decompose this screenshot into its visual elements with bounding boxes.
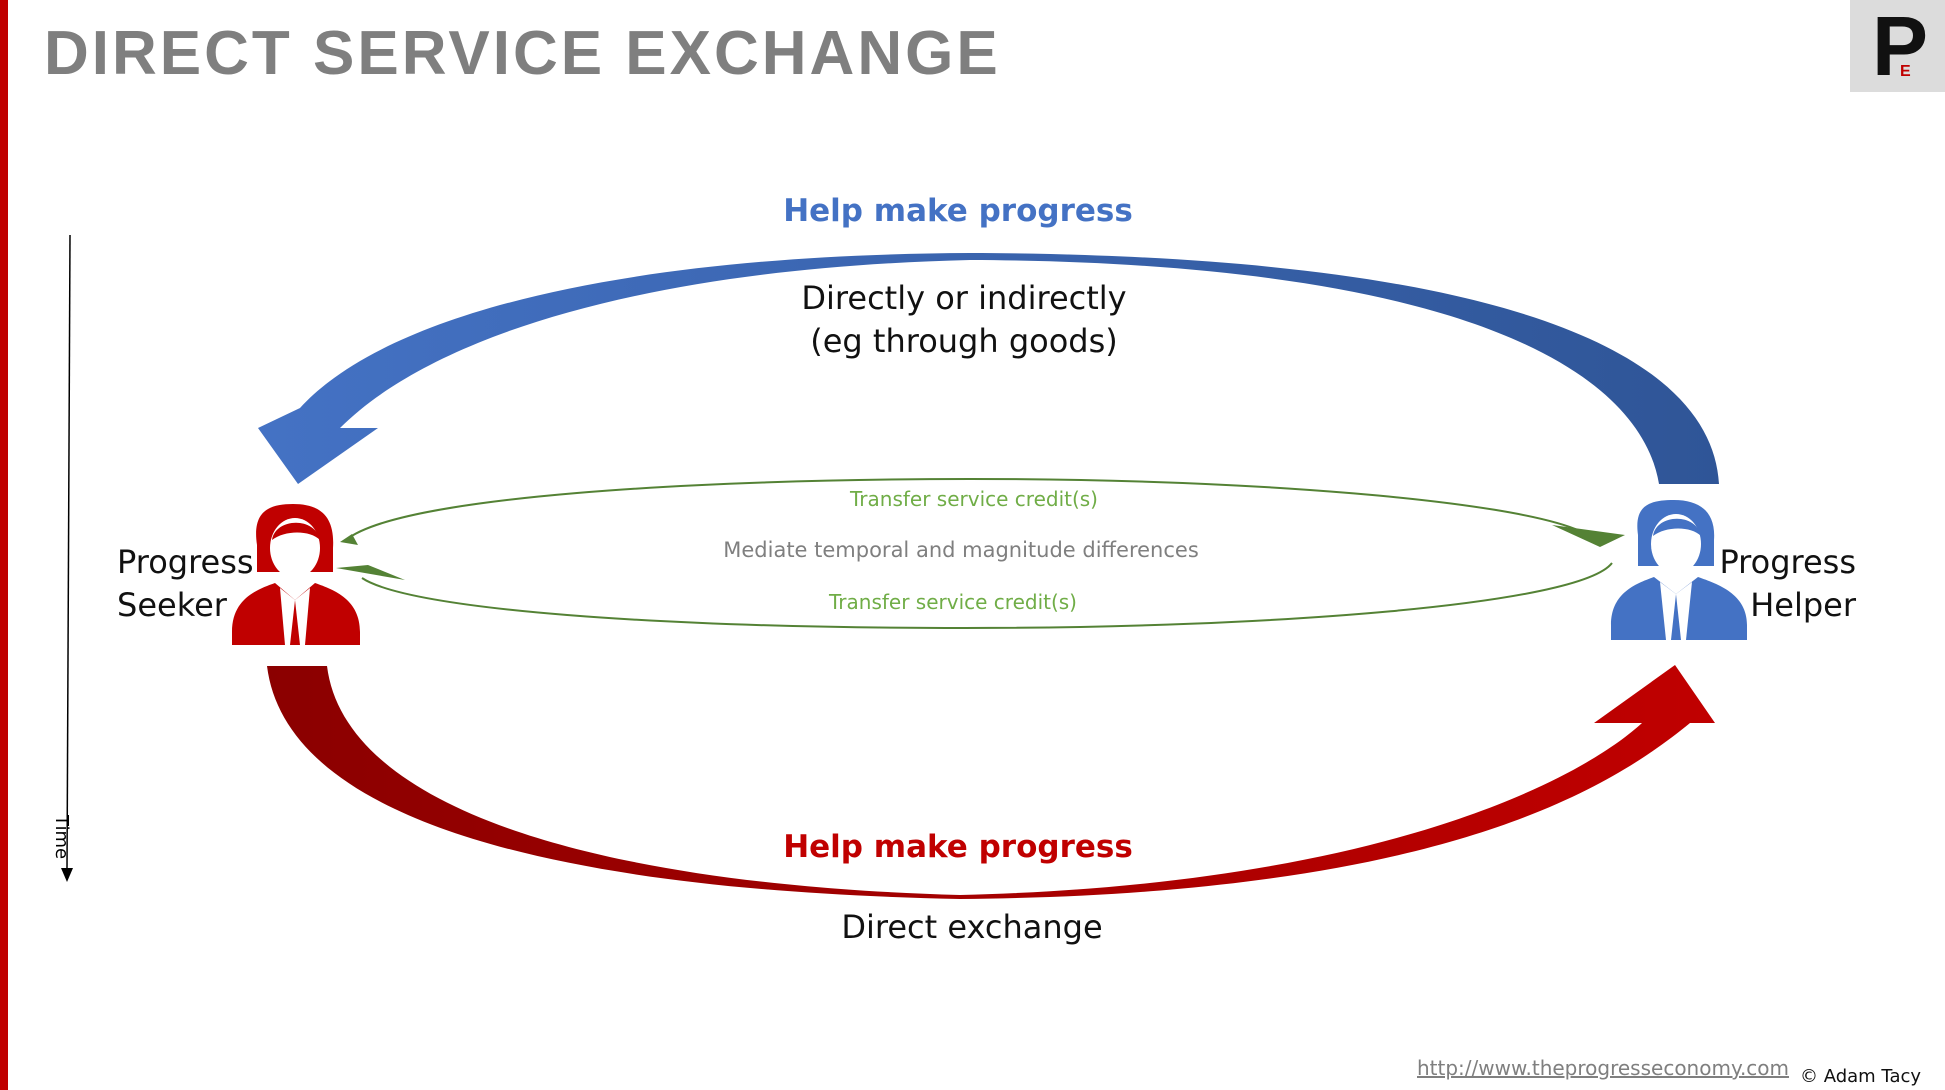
mediate-label: Mediate temporal and magnitude differenc… [723, 538, 1199, 562]
left-accent-bar [0, 0, 8, 1090]
bottom-flow-heading: Help make progress [783, 829, 1133, 865]
seeker-label-line1: Progress [117, 543, 254, 581]
page-title: DIRECT SERVICE EXCHANGE [44, 19, 1001, 88]
credit-arrow-top [345, 477, 1581, 541]
credit-arrow-bottom [361, 562, 1613, 630]
top-flow-line2: (eg through goods) [810, 322, 1118, 360]
copyright-text: © Adam Tacy [1800, 1066, 1922, 1087]
helper-person-icon [1611, 500, 1747, 640]
credit-transfer-bottom-label: Transfer service credit(s) [829, 590, 1077, 614]
credit-transfer-top-label: Transfer service credit(s) [850, 487, 1098, 511]
logo-letter-e: E [1900, 63, 1911, 80]
time-axis-label: Time [51, 815, 72, 860]
top-flow-heading: Help make progress [783, 193, 1133, 229]
footer-link[interactable]: http://www.theprogresseconomy.com [1417, 1056, 1790, 1080]
logo-letter-p: P [1872, 0, 1929, 93]
time-axis-line [66, 234, 71, 871]
helper-label-line2: Helper [1750, 586, 1856, 624]
credit-arrow-top-tail [340, 534, 358, 545]
top-flow-line1: Directly or indirectly [801, 279, 1127, 317]
time-axis-arrowhead [61, 868, 73, 882]
helper-label-line1: Progress [1719, 543, 1856, 581]
credit-arrow-top-head [1552, 525, 1625, 547]
seeker-label-line2: Seeker [117, 586, 227, 624]
bottom-flow-caption: Direct exchange [841, 908, 1103, 946]
logo: P E [1850, 0, 1945, 92]
credit-arrow-bottom-head [336, 565, 405, 580]
seeker-person-icon [232, 504, 360, 645]
